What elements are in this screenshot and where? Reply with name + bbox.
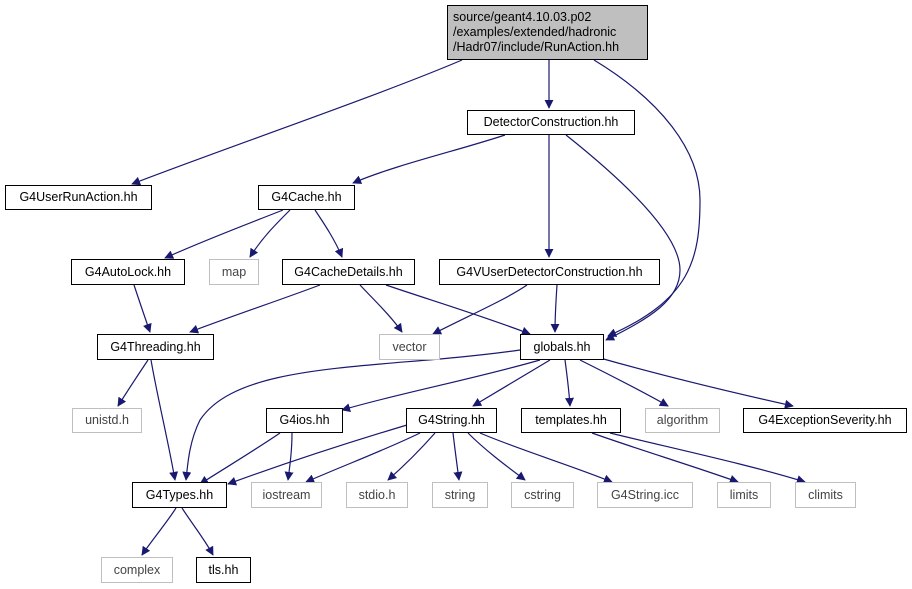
edge-g4cache-g4autolock (164, 209, 284, 259)
node-g4ios[interactable]: G4ios.hh (266, 408, 343, 433)
node-cstring[interactable]: cstring (511, 482, 574, 508)
edge-g4threading-g4types (150, 359, 179, 481)
node-map[interactable]: map (209, 259, 259, 285)
edge-g4threading-unistd (117, 359, 149, 407)
node-climits[interactable]: climits (795, 482, 856, 508)
edge-g4string-string (452, 432, 463, 481)
edge-g4vuser-vector (432, 284, 528, 335)
edges (117, 59, 806, 556)
edge-templates-climits (609, 432, 806, 484)
node-g4exceptionseverity[interactable]: G4ExceptionSeverity.hh (743, 408, 907, 433)
edge-globals-g4ios (341, 359, 541, 413)
node-stdio[interactable]: stdio.h (346, 482, 408, 508)
node-iostream[interactable]: iostream (251, 482, 322, 508)
edge-g4cache-g4cachedetails (314, 209, 344, 258)
node-tls[interactable]: tls.hh (196, 557, 251, 583)
node-complex[interactable]: complex (101, 557, 173, 583)
node-unistd[interactable]: unistd.h (72, 408, 142, 433)
node-g4vuserdetectorconstruction[interactable]: G4VUserDetectorConstruction.hh (439, 259, 660, 285)
node-vector[interactable]: vector (379, 334, 440, 360)
node-g4string[interactable]: G4String.hh (406, 408, 497, 433)
edge-g4ios-iostream (284, 432, 294, 481)
edge-g4vuser-globals (550, 284, 560, 333)
node-g4types[interactable]: G4Types.hh (132, 482, 227, 508)
edge-root-globals (593, 59, 701, 337)
node-g4cache[interactable]: G4Cache.hh (258, 185, 355, 210)
node-limits[interactable]: limits (717, 482, 771, 508)
edge-g4string-iostream (305, 432, 421, 483)
edge-g4cachedetails-vector (359, 284, 403, 333)
edge-g4cachedetails-g4threading (189, 284, 321, 334)
node-globals[interactable]: globals.hh (520, 334, 604, 360)
edge-detector-globals (565, 134, 681, 341)
edge-g4cachedetails-globals (385, 284, 531, 336)
node-g4userrunaction[interactable]: G4UserRunAction.hh (5, 185, 152, 210)
edge-g4ios-g4types (199, 432, 281, 485)
root-line-1: source/geant4.10.03.p02 (453, 10, 592, 24)
node-g4threading[interactable]: G4Threading.hh (97, 334, 214, 360)
edge-globals-templates (564, 359, 574, 407)
edge-templates-limits (591, 432, 739, 484)
node-detector-construction[interactable]: DetectorConstruction.hh (467, 110, 635, 135)
edge-g4string-stdio (387, 432, 436, 481)
edge-globals-g4exceptionseverity (599, 357, 794, 409)
edge-g4cache-map (249, 209, 291, 258)
root-line-2: /examples/extended/hadronic (453, 25, 617, 39)
edge-globals-algorithm (579, 359, 669, 407)
node-string[interactable]: string (432, 482, 488, 508)
edge-g4string-g4types (227, 424, 408, 486)
node-g4cachedetails[interactable]: G4CacheDetails.hh (282, 259, 415, 285)
node-g4autolock[interactable]: G4AutoLock.hh (71, 259, 185, 285)
edge-g4string-cstring (467, 432, 526, 481)
edge-globals-g4string (472, 359, 551, 407)
edge-g4types-complex (141, 507, 177, 556)
edge-root-g4userrunaction (131, 59, 463, 186)
edge-detector-g4cache (352, 134, 506, 184)
edge-g4autolock-g4threading (133, 284, 152, 333)
node-templates[interactable]: templates.hh (521, 408, 621, 433)
node-root-runaction[interactable]: source/geant4.10.03.p02 /examples/extend… (447, 5, 648, 60)
node-algorithm[interactable]: algorithm (645, 408, 720, 433)
node-g4stringicc[interactable]: G4String.icc (597, 482, 693, 508)
edge-g4string-g4stringicc (479, 432, 613, 484)
root-line-3: /Hadr07/include/RunAction.hh (453, 40, 620, 54)
edge-g4types-tls (181, 507, 214, 556)
